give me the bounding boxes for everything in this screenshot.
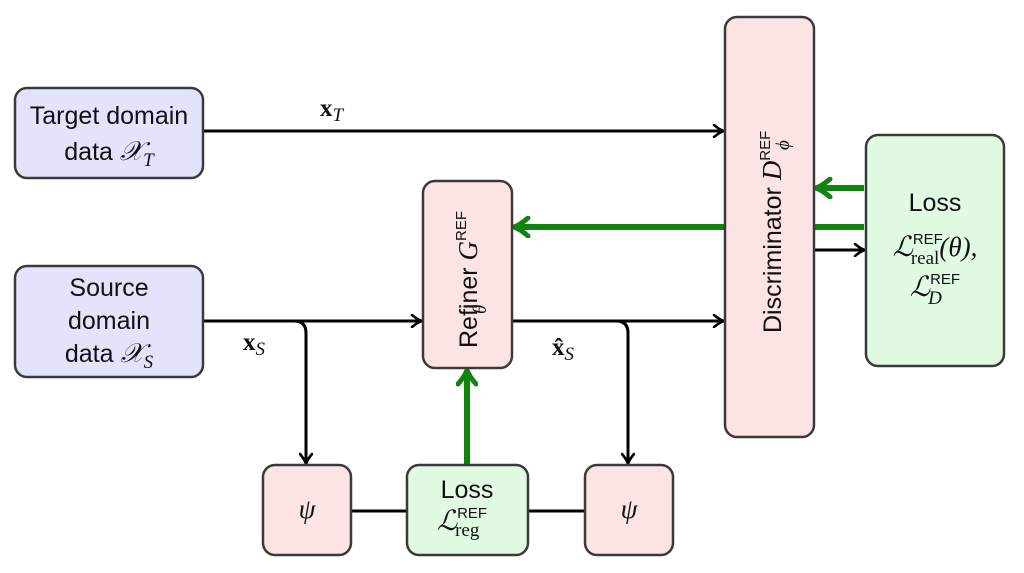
edge-source-to-psi-left xyxy=(293,319,306,463)
adversarial-loss-title: Loss xyxy=(909,189,962,217)
x-refined-label: x̂S xyxy=(552,334,575,365)
x-target-label: xT xyxy=(320,95,345,126)
discriminator-node: Discriminator DREF ϕ xyxy=(723,15,816,439)
source-data-label-2: domain xyxy=(68,307,150,335)
x-source-label: xS xyxy=(243,329,266,360)
psi-right-node: ψ xyxy=(583,463,675,557)
discriminator-subscript: ϕ xyxy=(773,140,794,150)
refiner-node: Refiner GREF θ xyxy=(421,179,514,370)
source-data-node: Source domain data 𝒳S xyxy=(13,264,205,379)
target-data-node: Target domain data 𝒳T xyxy=(13,86,205,180)
psi-right-symbol: ψ xyxy=(621,494,639,524)
regularization-loss-title: Loss xyxy=(441,476,494,504)
psi-left-node: ψ xyxy=(261,463,353,557)
target-data-symbol: data 𝒳T xyxy=(64,136,155,171)
refiner-label: Refiner GREF xyxy=(453,211,483,348)
target-data-label: Target domain xyxy=(30,102,188,130)
discriminator-label: Discriminator DREF xyxy=(757,131,787,333)
source-data-symbol: data 𝒳S xyxy=(65,338,154,373)
refiner-subscript: θ xyxy=(470,305,491,314)
psi-left-symbol: ψ xyxy=(299,494,317,524)
source-data-label-1: Source xyxy=(69,274,148,302)
edge-refined-to-psi-right xyxy=(615,319,628,463)
